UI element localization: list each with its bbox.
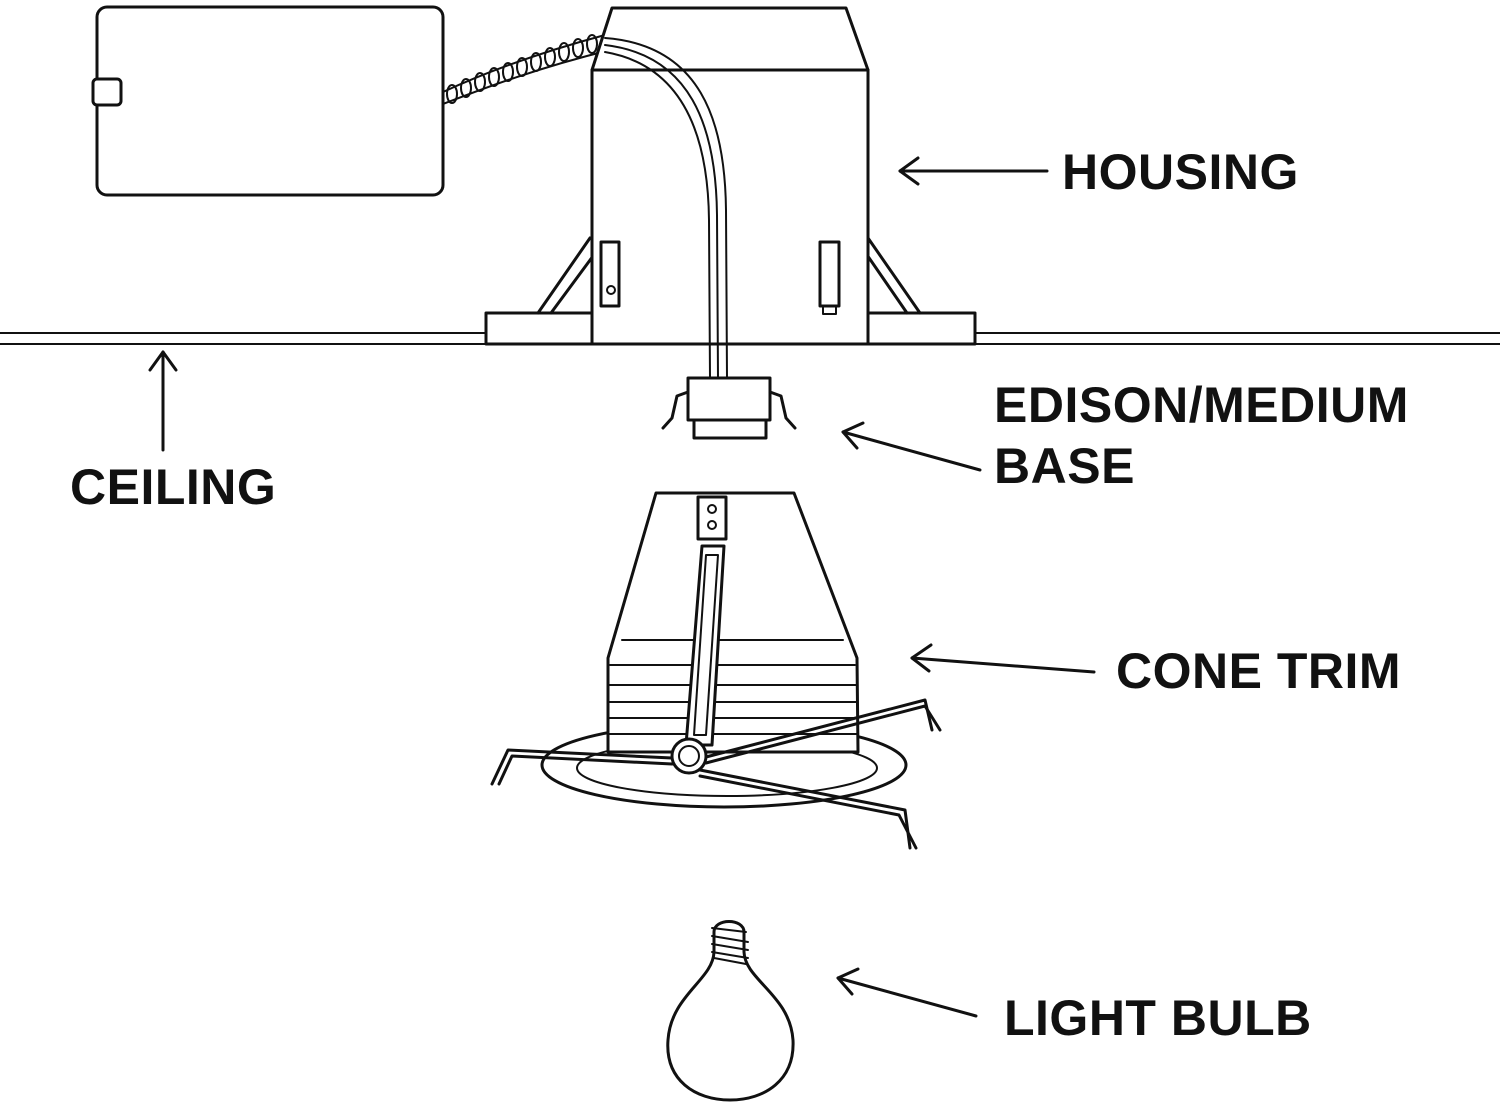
edison-socket xyxy=(661,376,797,440)
label-light-bulb: LIGHT BULB xyxy=(1004,990,1312,1046)
arrow-light-bulb xyxy=(836,967,978,1018)
arrow-ceiling xyxy=(148,350,178,452)
label-housing: HOUSING xyxy=(1062,144,1299,200)
cone-trim xyxy=(490,491,942,850)
label-base: BASE xyxy=(994,438,1135,494)
arrow-housing xyxy=(898,156,1049,186)
label-edison-medium: EDISON/MEDIUM xyxy=(994,377,1409,433)
flex-conduit xyxy=(442,34,611,105)
housing xyxy=(484,6,977,346)
arrow-edison-base xyxy=(841,421,982,472)
label-ceiling: CEILING xyxy=(70,459,277,515)
junction-box xyxy=(91,5,445,197)
light-bulb xyxy=(666,920,795,1102)
ceiling-surface xyxy=(0,332,1500,345)
label-cone-trim: CONE TRIM xyxy=(1116,643,1402,699)
arrow-cone-trim xyxy=(910,643,1096,674)
socket-wires xyxy=(604,37,728,379)
